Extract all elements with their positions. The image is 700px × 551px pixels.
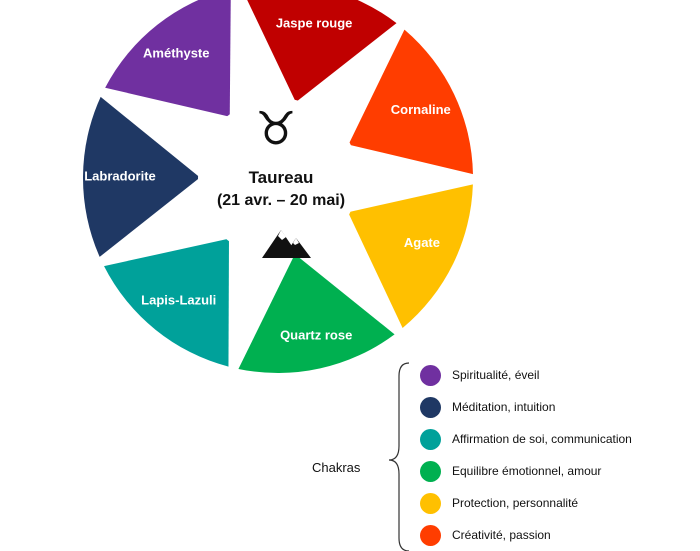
legend-item-creativity: Créativité, passion: [420, 524, 551, 546]
legend-label: Spiritualité, éveil: [452, 368, 540, 382]
mountain-icon: [262, 230, 311, 258]
legend-label: Méditation, intuition: [452, 400, 556, 414]
wheel-segments: [83, 0, 473, 374]
navy-dot-icon: [420, 396, 441, 418]
legend-label: Affirmation de soi, communication: [452, 432, 632, 446]
wheel-segment: [238, 254, 395, 374]
purple-dot-icon: [420, 364, 441, 386]
wheel-center: [198, 98, 358, 258]
wheel-segment: [247, 0, 397, 103]
taurus-icon: ♉: [255, 102, 296, 156]
yellow-dot-icon: [420, 492, 441, 514]
wheel-segment: [105, 0, 231, 117]
segment-label: Jaspe rouge: [276, 16, 353, 31]
legend-label: Protection, personnalité: [452, 496, 579, 510]
legend-item-affirmation: Affirmation de soi, communication: [420, 428, 632, 450]
wheel-segment: [348, 184, 473, 329]
wheel-segment: [83, 96, 201, 257]
segment-label: Cornaline: [391, 102, 451, 117]
segment-label: Labradorite: [84, 168, 156, 183]
sign-dates: (21 avr. – 20 mai): [217, 192, 345, 209]
legend-label: Equilibre émotionnel, amour: [452, 464, 602, 478]
wheel-segment: [104, 238, 229, 367]
green-dot-icon: [420, 460, 441, 482]
orange-dot-icon: [420, 524, 441, 546]
segment-label: Lapis-Lazuli: [141, 292, 216, 307]
segment-label: Améthyste: [143, 45, 209, 60]
segment-label: Quartz rose: [280, 328, 352, 343]
legend-item-spirituality: Spiritualité, éveil: [420, 364, 539, 386]
legend-item-meditation: Méditation, intuition: [420, 396, 555, 418]
teal-dot-icon: [420, 428, 441, 450]
chakras-label: Chakras: [312, 460, 361, 475]
segment-label: Agate: [404, 235, 440, 250]
sign-name: Taureau: [249, 168, 314, 187]
legend-item-protection: Protection, personnalité: [420, 492, 578, 514]
legend-label: Créativité, passion: [452, 528, 551, 542]
wheel-segment: [348, 29, 473, 175]
chakras-brace: [388, 362, 410, 551]
legend-item-balance: Equilibre émotionnel, amour: [420, 460, 601, 482]
